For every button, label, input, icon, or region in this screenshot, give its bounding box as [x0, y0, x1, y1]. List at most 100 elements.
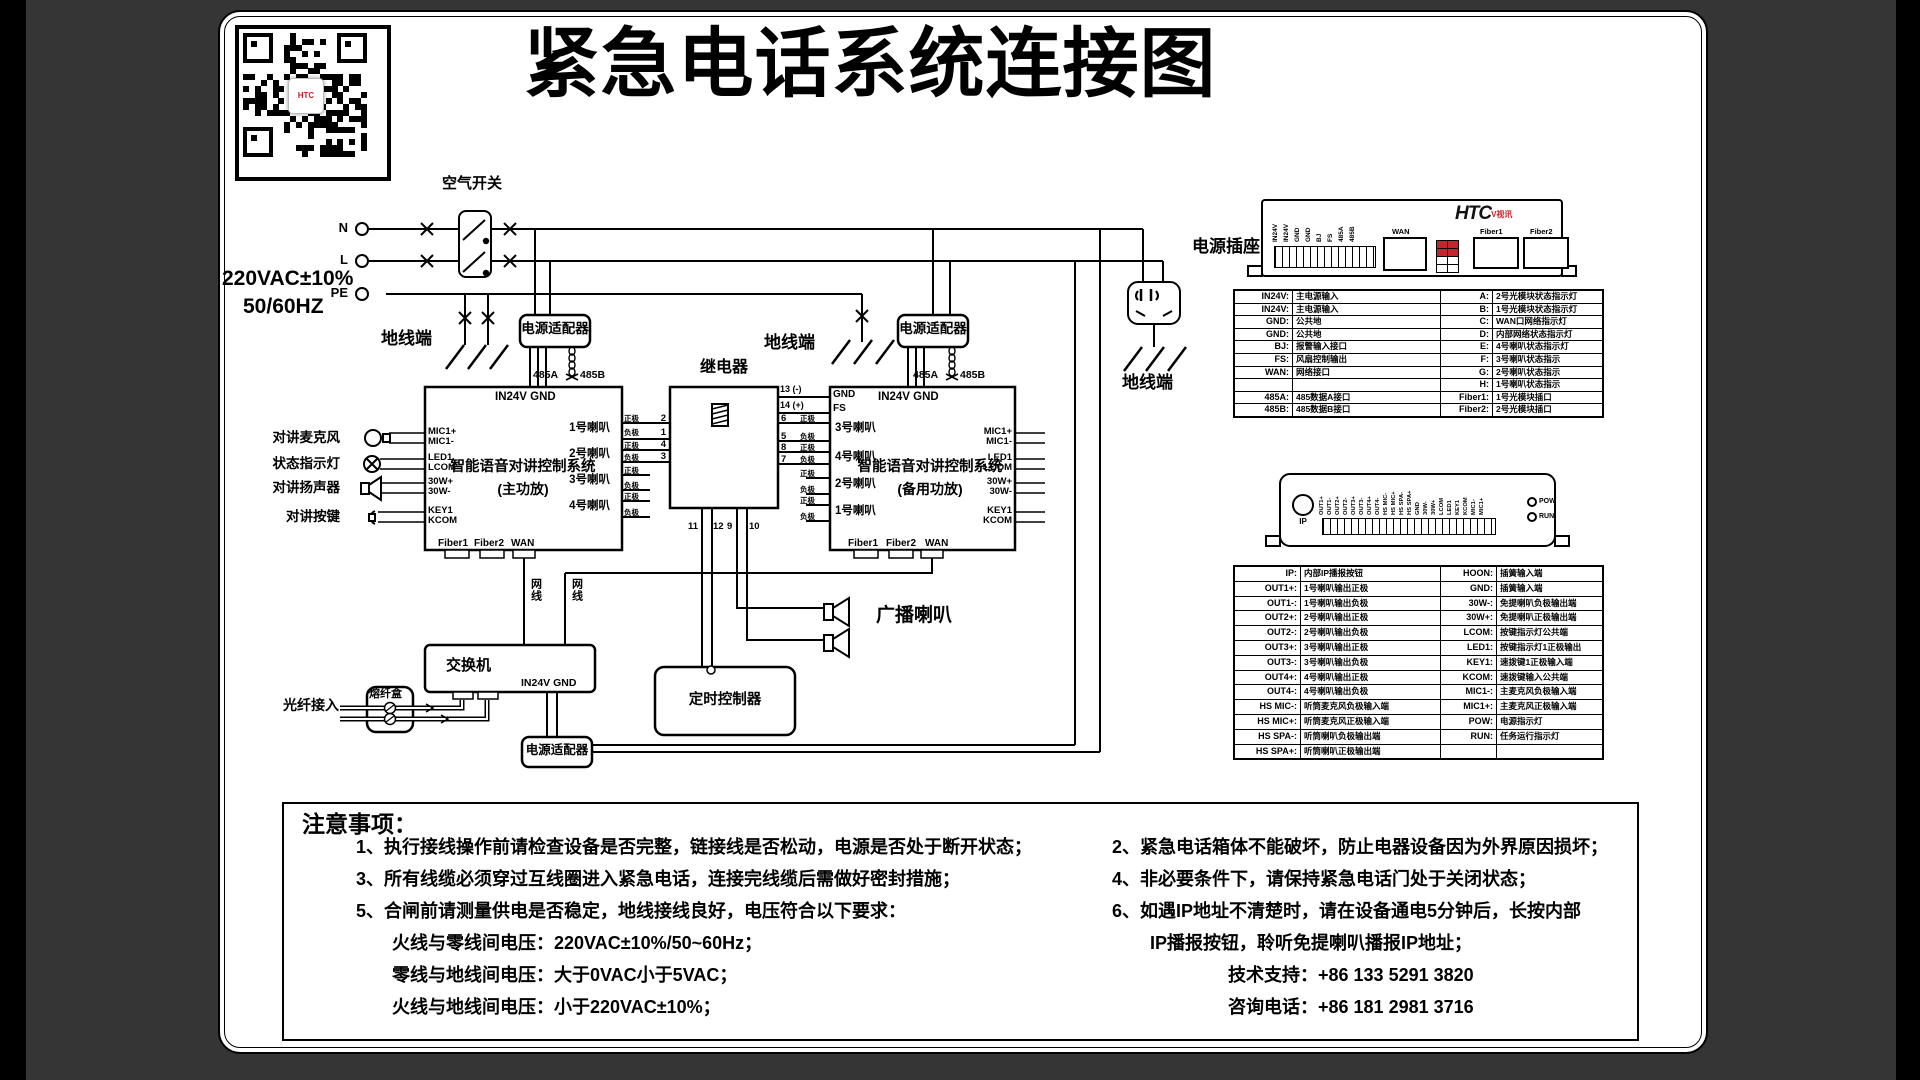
table-cell: OUT3+: — [1235, 640, 1301, 656]
pos-mark: 正极 — [624, 441, 639, 450]
device2-rotated-pin: KCOM — [1463, 497, 1469, 515]
table-cell — [1235, 379, 1293, 392]
note-line: 火线与零线间电压：220VAC±10%/50~60Hz； — [392, 933, 763, 953]
relay-bottom-pin: 11 — [688, 521, 699, 532]
backup-speaker-label: 1号喇叭 — [835, 505, 876, 517]
device2-rotated-pin: OUT3+ — [1351, 496, 1357, 515]
table-cell: HS SPA+: — [1235, 744, 1301, 759]
main-amp-port: Fiber1 — [438, 538, 469, 549]
pos-mark: 正极 — [800, 469, 815, 478]
relay-right-pin: 6 — [781, 413, 787, 424]
table-cell: Fiber1: — [1441, 391, 1493, 405]
table-cell: 主电源输入 — [1293, 291, 1441, 304]
table-cell: OUT3-: — [1235, 655, 1301, 671]
backup-amp-subtitle: (备用功放) — [897, 481, 963, 497]
switch-in24v: IN24V GND — [521, 677, 577, 689]
table-cell: 1号喇叭状态指示 — [1493, 379, 1602, 392]
table-cell: 主麦克风负极输入端 — [1497, 685, 1602, 701]
neg-mark: 负极 — [800, 432, 815, 441]
backup-amp-pin: 30W- — [989, 486, 1012, 497]
table-cell: HS MIC+: — [1235, 714, 1301, 730]
table-cell: E: — [1441, 341, 1493, 354]
note-line: 咨询电话：+86 181 2981 3716 — [1228, 997, 1474, 1017]
sheet-inner-border — [224, 16, 1702, 1048]
device2-rotated-pin: MIC1+ — [1479, 497, 1485, 515]
backup-amp-pin: MIC1+ — [983, 426, 1012, 437]
device2-rotated-pin: OUT1+ — [1319, 496, 1325, 515]
pos-mark: 正极 — [624, 466, 639, 475]
table-cell: FS: — [1235, 353, 1293, 367]
note-line: IP播报按钮，聆听免提喇叭播报IP地址； — [1150, 933, 1473, 953]
table-cell: BJ: — [1235, 341, 1293, 354]
backup-speaker-label: 4号喇叭 — [835, 451, 876, 463]
table-cell: 插簧输入端 — [1497, 582, 1602, 597]
main-amp-pin: MIC1+ — [428, 426, 457, 437]
pos-mark: 正极 — [624, 492, 639, 501]
qr-center-logo: HTC — [288, 78, 324, 114]
backup-amp-pin: MIC1- — [986, 436, 1012, 447]
table-cell: GND: — [1235, 316, 1293, 329]
table-cell: HS MIC-: — [1235, 700, 1301, 715]
relay-left-pin: 1 — [660, 427, 666, 438]
table-cell: POW: — [1441, 714, 1497, 730]
table-cell: OUT4+: — [1235, 670, 1301, 686]
table-cell: 报警输入接口 — [1293, 341, 1441, 354]
neg-mark: 负极 — [800, 512, 815, 521]
device1-rotated-pin: BJ — [1316, 233, 1323, 242]
status-led-label: 状态指示灯 — [272, 456, 341, 471]
left-black-edge — [0, 0, 26, 1080]
frequency-spec: 50/60HZ — [243, 295, 324, 318]
table-cell: A: — [1441, 291, 1493, 304]
led-indicator — [1447, 264, 1459, 273]
device2-terminal-strip — [1322, 518, 1496, 535]
note-line: 1、执行接线操作前请检查设备是否完整，链接线是否松动，电源是否处于断开状态； — [356, 837, 1033, 857]
table-cell: 485数据A接口 — [1293, 391, 1441, 405]
neg-mark: 负极 — [624, 481, 639, 490]
table-cell: 485B: — [1235, 404, 1293, 416]
table-cell: MIC1+: — [1441, 700, 1497, 715]
table-cell: B: — [1441, 303, 1493, 317]
table-cell: OUT2+: — [1235, 611, 1301, 627]
backup-speaker-label: 2号喇叭 — [835, 478, 876, 490]
main-speaker-label: 3号喇叭 — [569, 474, 610, 486]
device2-rotated-pin: OUT2- — [1343, 497, 1349, 515]
air-switch-label: 空气开关 — [442, 175, 503, 192]
table-cell: 网络接口 — [1293, 366, 1441, 380]
netcable-label-2: 网线 — [570, 578, 583, 602]
device2-pow-label: POW — [1539, 498, 1556, 505]
note-line: 2、紧急电话箱体不能破坏，防止电器设备因为外界原因损坏； — [1112, 837, 1609, 857]
neg-mark: 负极 — [624, 508, 639, 517]
device2-rotated-pin: HS SPA+ — [1407, 490, 1413, 515]
backup-speaker-label: 3号喇叭 — [835, 422, 876, 434]
table-cell: WAN口网络指示灯 — [1493, 316, 1602, 329]
note-line: 零线与地线间电压：大于0VAC小于5VAC； — [392, 965, 738, 985]
note-line: 技术支持：+86 133 5291 3820 — [1228, 965, 1474, 985]
table-cell: 2号喇叭输出正极 — [1301, 611, 1441, 627]
power-socket-label: 电源插座 — [1192, 237, 1260, 256]
table-cell: MIC1-: — [1441, 685, 1497, 701]
table-cell: 听筒喇叭正极输出端 — [1301, 744, 1441, 759]
device2-ip-label: IP — [1299, 517, 1307, 526]
device2-run-label: RUN — [1539, 513, 1555, 520]
table-cell: 4号喇叭状态指示灯 — [1493, 341, 1602, 354]
table-cell: 速拨键输入公共端 — [1497, 671, 1602, 686]
splice-box-label: 熔纤盒 — [369, 688, 402, 700]
backup-amp-pin: KEY1 — [987, 505, 1012, 516]
device2-rotated-pin: OUT4- — [1375, 497, 1381, 515]
table-cell: 按键指示灯公共端 — [1497, 626, 1602, 641]
backup-amp-port: Fiber1 — [848, 538, 879, 549]
device1-fiber1-label: Fiber1 — [1480, 227, 1503, 236]
relay-right-pin: 8 — [781, 442, 787, 453]
relay-bottom-pin: 10 — [749, 521, 760, 532]
table-cell: 3号喇叭输出正极 — [1301, 640, 1441, 656]
table-cell: H: — [1441, 379, 1493, 392]
voltage-spec: 220VAC±10% — [222, 267, 354, 290]
note-line: 4、非必要条件下，请保持紧急电话门处于关闭状态； — [1112, 869, 1537, 889]
relay-left-pin: 2 — [660, 413, 666, 424]
table-cell: KCOM: — [1441, 670, 1497, 686]
table-cell: 按键指示灯1正极输出 — [1497, 641, 1602, 656]
relay-label: 继电器 — [699, 359, 748, 376]
device1-fiber2-label: Fiber2 — [1530, 227, 1553, 236]
neg-mark: 负极 — [800, 485, 815, 494]
